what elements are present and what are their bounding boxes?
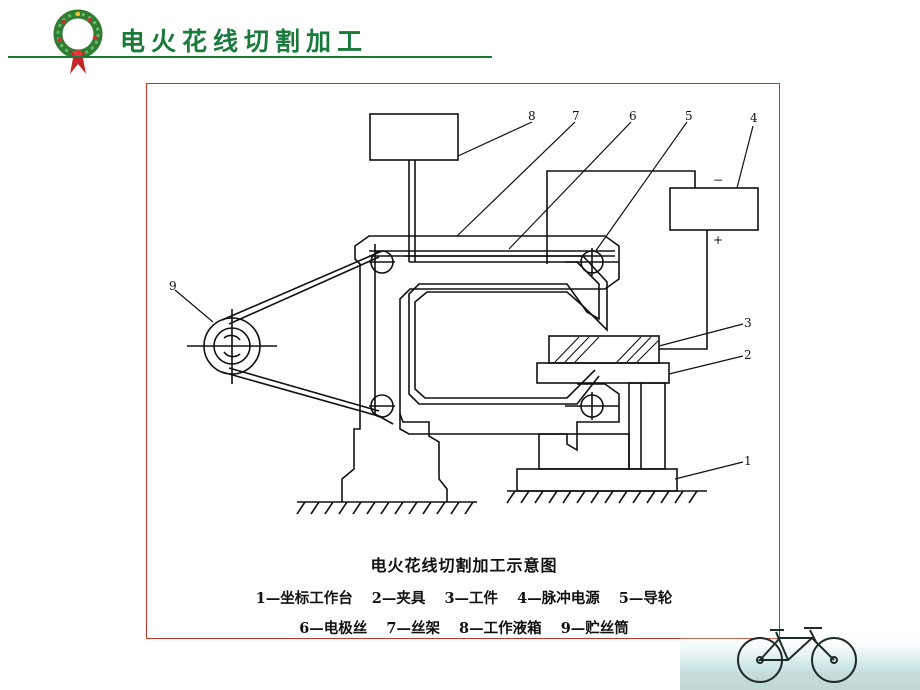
workpiece — [548, 335, 660, 364]
electrode-wire-inner — [405, 255, 608, 399]
callout-6: 6 — [629, 109, 637, 123]
legend-item: 5—导轮 — [618, 590, 673, 607]
callout-9: 9 — [169, 279, 177, 293]
frame-inner — [374, 244, 394, 425]
drum-to-roller-top — [221, 250, 383, 321]
callout-1: 1 — [744, 454, 752, 468]
frame-lower-arm — [399, 383, 620, 452]
legend-row-2: 6—电极丝 7—丝架 8—工作液箱 9—贮丝筒 — [147, 617, 781, 638]
title-underline — [8, 56, 492, 58]
legend-item: 7—丝架 — [386, 620, 440, 637]
legend-item: 3—工件 — [444, 590, 499, 607]
callout-8: 8 — [528, 109, 536, 123]
fluid-tank — [369, 113, 459, 161]
coordinate-table — [516, 468, 678, 492]
table-slide — [538, 433, 630, 470]
floor-right — [506, 490, 707, 504]
polarity-plus: + — [713, 233, 723, 247]
legend-item: 9—贮丝筒 — [560, 620, 629, 637]
legend-item: 2—夹具 — [371, 590, 426, 607]
fixture — [536, 362, 670, 384]
figure-caption-title: 电火花线切割加工示意图 — [370, 556, 558, 575]
power-wire-plus — [659, 230, 708, 350]
wreath-icon — [53, 9, 103, 74]
callout-2: 2 — [744, 348, 752, 362]
pulse-power-supply — [669, 187, 759, 231]
bicycle-icon — [680, 627, 920, 690]
callout-3: 3 — [744, 316, 752, 330]
callout-4: 4 — [750, 111, 758, 125]
table-column — [628, 382, 666, 470]
callout-7: 7 — [572, 109, 580, 123]
polarity-minus: − — [713, 173, 723, 187]
machine-frame — [341, 235, 620, 502]
legend-item: 4—脉冲电源 — [517, 590, 600, 607]
callout-5: 5 — [685, 109, 693, 123]
legend-item: 8—工作液箱 — [459, 620, 542, 637]
legend-item: 1—坐标工作台 — [255, 590, 353, 607]
power-wire-minus — [546, 170, 696, 264]
electrode-wire-outer — [408, 261, 600, 405]
figure-frame: 8 7 6 5 4 3 2 1 9 − + 电火花线切割加工示意图 1—坐标工作… — [146, 83, 780, 639]
legend-row-1: 1—坐标工作台 2—夹具 3—工件 4—脉冲电源 5—导轮 — [147, 587, 781, 608]
wire-edm-diagram: 8 7 6 5 4 3 2 1 9 − + — [169, 109, 759, 515]
legend-item: 6—电极丝 — [299, 620, 368, 637]
page-title: 电火花线切割加工 — [120, 27, 369, 56]
floor-left — [296, 501, 477, 515]
drum-to-roller-bottom — [221, 371, 383, 418]
